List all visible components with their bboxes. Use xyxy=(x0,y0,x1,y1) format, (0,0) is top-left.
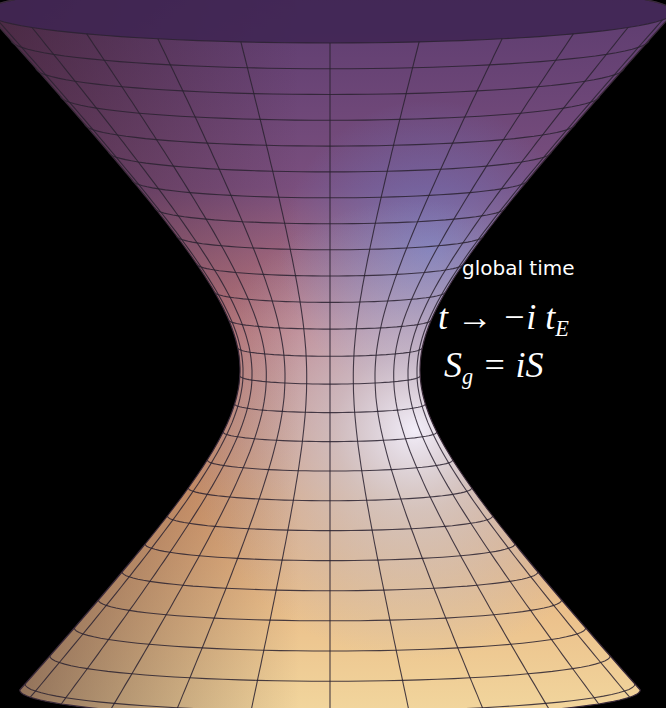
grid-line xyxy=(329,43,330,708)
grid-line xyxy=(408,28,628,705)
grid-line xyxy=(417,20,662,697)
grid-line xyxy=(394,34,574,708)
equation: Sg = iS xyxy=(444,344,543,390)
grid-line xyxy=(0,0,666,12)
grid-line xyxy=(241,42,307,708)
grid-line xyxy=(87,34,267,708)
grid-line xyxy=(158,39,285,708)
equation: t → −i tE xyxy=(438,296,569,342)
grid-line xyxy=(353,42,419,708)
grid-line xyxy=(0,20,243,697)
grid-line xyxy=(0,12,666,43)
grid-line xyxy=(32,28,252,705)
axis-label: global time xyxy=(462,256,575,280)
